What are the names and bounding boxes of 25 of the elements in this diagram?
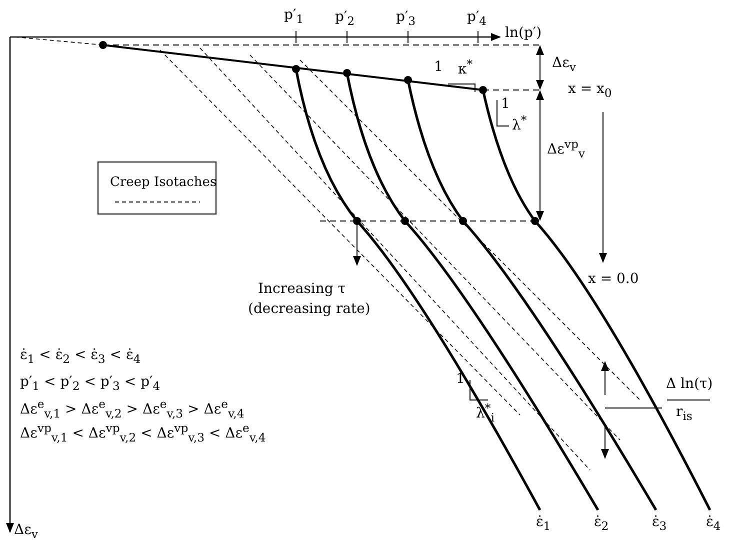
tick-label: p′$_{3}$: [396, 10, 416, 28]
tick-label: p′$_{1}$: [284, 8, 304, 26]
slope-label: λ$^{*}$: [512, 114, 527, 134]
position-label: x = x$_{0}$: [568, 82, 612, 100]
slope-label: 1: [501, 97, 510, 112]
curve-label: ε̇$_{1}$: [536, 515, 551, 533]
fraction-label: Δ ln(τ): [666, 377, 713, 392]
axis-label: ln(p′): [505, 26, 542, 42]
curve-label: ε̇$_{3}$: [652, 515, 667, 533]
relation-text: p′$_{1}$ < p′$_{2}$ < p′$_{3}$ < p′$_{4}$: [20, 375, 160, 393]
slope-label: κ$^{*}$: [458, 58, 473, 78]
legend-text: Creep Isotaches: [110, 176, 217, 190]
relation-text: ε̇$_{1}$ < ε̇$_{2}$ < ε̇$_{3}$ < ε̇$_{4}$: [20, 348, 141, 366]
slope-label: 1: [456, 372, 465, 388]
slope-label: 1: [434, 60, 443, 76]
curve-label: ε̇$_{2}$: [594, 515, 609, 533]
dimension-label: Δε$_{v}$: [552, 56, 576, 74]
fraction-label: r$_{is}$: [676, 405, 692, 423]
annotation-text: (decreasing rate): [248, 302, 370, 318]
tick-label: p′$_{4}$: [467, 10, 487, 28]
curve-label: ε̇$_{4}$: [706, 515, 721, 533]
position-label: x = 0.0: [588, 272, 639, 288]
tick-label: p′$_{2}$: [335, 10, 355, 28]
axis-label: Δε$_{v}$: [14, 523, 38, 541]
annotation-text: Increasing τ: [258, 282, 346, 298]
